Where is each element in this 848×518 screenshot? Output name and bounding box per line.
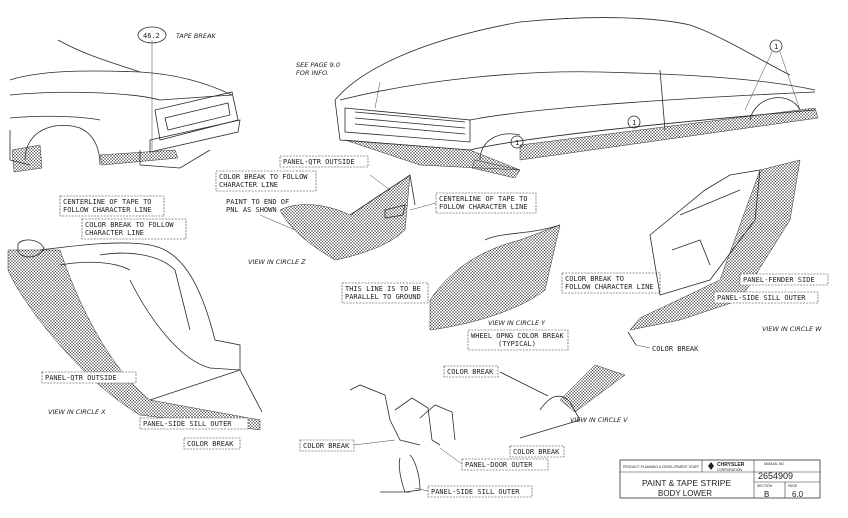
label-color-break-v-bottom: COLOR BREAK [509, 445, 565, 458]
svg-text:(TYPICAL): (TYPICAL) [498, 340, 536, 348]
svg-text:COLOR BREAK: COLOR BREAK [447, 368, 494, 376]
drawing-title-2: BODY LOWER [658, 489, 712, 498]
svg-text:CENTERLINE OF TAPE TO: CENTERLINE OF TAPE TO [439, 195, 528, 203]
label-panel-fender-side: PANEL-FENDER SIDE [739, 273, 829, 286]
label-color-break-door: COLOR BREAK [299, 439, 396, 452]
svg-text:SEE PAGE 9.0: SEE PAGE 9.0 [296, 61, 340, 69]
svg-text:THIS LINE IS TO BE: THIS LINE IS TO BE [345, 285, 421, 293]
svg-text:PRODUCT PLANNING & DEVELOPMENT: PRODUCT PLANNING & DEVELOPMENT STAFF [623, 465, 699, 469]
label-color-break-follow-y: COLOR BREAK TO FOLLOW CHARACTER LINE [561, 272, 661, 294]
drawing-title-1: PAINT & TAPE STRIPE [642, 478, 731, 488]
svg-text:CHARACTER LINE: CHARACTER LINE [85, 229, 144, 237]
manual-number: 2654909 [758, 471, 793, 481]
view-circle-z [279, 174, 416, 261]
svg-text:COLOR BREAK TO FOLLOW: COLOR BREAK TO FOLLOW [85, 221, 174, 229]
label-panel-side-sill-outer-w: PANEL-SIDE SILL OUTER [713, 291, 819, 304]
svg-text:PANEL-SIDE SILL OUTER: PANEL-SIDE SILL OUTER [143, 420, 232, 428]
label-panel-side-sill-outer-x: PANEL-SIDE SILL OUTER [139, 417, 249, 430]
tape-break-number: 46.2 [143, 32, 160, 40]
pentastar-logo-icon [708, 462, 714, 470]
svg-text:PANEL-SIDE SILL OUTER: PANEL-SIDE SILL OUTER [431, 488, 520, 496]
svg-text:PAINT TO END OF: PAINT TO END OF [226, 198, 289, 206]
svg-text:COLOR BREAK: COLOR BREAK [303, 442, 350, 450]
view-circle-y [429, 224, 561, 331]
car-rear-view [9, 39, 241, 173]
label-centerline-z: CENTERLINE OF TAPE TO FOLLOW CHARACTER L… [409, 192, 537, 214]
svg-text:PNL AS SHOWN: PNL AS SHOWN [226, 206, 277, 214]
svg-text:CENTERLINE OF TAPE TO: CENTERLINE OF TAPE TO [63, 198, 152, 206]
svg-text:FOLLOW CHARACTER LINE: FOLLOW CHARACTER LINE [439, 203, 528, 211]
label-color-break-v-top: COLOR BREAK [443, 365, 499, 378]
title-block: PRODUCT PLANNING & DEVELOPMENT STAFF CHR… [619, 459, 821, 499]
see-page-note: SEE PAGE 9.0 FOR INFO. [296, 61, 340, 77]
label-panel-qtr-outside-x: PANEL-QTR OUTSIDE [41, 371, 137, 384]
view-circle-w [627, 159, 801, 346]
svg-text:FOR INFO.: FOR INFO. [296, 69, 329, 77]
svg-text:COLOR BREAK TO: COLOR BREAK TO [565, 275, 624, 283]
view-circle-x [7, 239, 263, 431]
circle-marker-b: 1 [627, 115, 641, 129]
label-centerline-x: CENTERLINE OF TAPE TO FOLLOW CHARACTER L… [59, 195, 165, 217]
svg-text:FOLLOW CHARACTER LINE: FOLLOW CHARACTER LINE [565, 283, 654, 291]
view-circle-v [499, 364, 626, 439]
svg-text:COLOR BREAK: COLOR BREAK [513, 448, 560, 456]
svg-text:CHARACTER LINE: CHARACTER LINE [219, 181, 278, 189]
svg-text:CORPORATION: CORPORATION [717, 468, 743, 472]
svg-text:PANEL-DOOR OUTER: PANEL-DOOR OUTER [465, 461, 533, 469]
view-w-label: VIEW IN CIRCLE W [762, 325, 822, 333]
svg-text:SECTION: SECTION [757, 484, 773, 488]
svg-text:PARALLEL TO GROUND: PARALLEL TO GROUND [345, 293, 421, 301]
section-value: B [764, 490, 769, 499]
svg-text:PANEL-FENDER SIDE: PANEL-FENDER SIDE [743, 276, 815, 284]
label-paint-to-end: PAINT TO END OF PNL AS SHOWN [226, 198, 296, 231]
svg-text:MANUAL NO.: MANUAL NO. [764, 462, 785, 466]
svg-text:FOLLOW CHARACTER LINE: FOLLOW CHARACTER LINE [63, 206, 152, 214]
svg-text:1: 1 [774, 43, 778, 51]
label-parallel: THIS LINE IS TO BE PARALLEL TO GROUND [341, 282, 429, 304]
svg-text:PANEL-QTR OUTSIDE: PANEL-QTR OUTSIDE [283, 158, 355, 166]
door-sill-section [349, 384, 456, 493]
label-color-break-w: COLOR BREAK [635, 344, 699, 353]
view-x-label: VIEW IN CIRCLE X [48, 408, 106, 416]
svg-text:PANEL-QTR OUTSIDE: PANEL-QTR OUTSIDE [45, 374, 117, 382]
tape-break-callout: 46.2 TAPE BREAK [137, 26, 216, 44]
label-color-break-follow-z: COLOR BREAK TO FOLLOW CHARACTER LINE [215, 170, 317, 192]
svg-text:COLOR BREAK TO FOLLOW: COLOR BREAK TO FOLLOW [219, 173, 308, 181]
view-z-label: VIEW IN CIRCLE Z [248, 258, 306, 266]
label-panel-qtr-outside-z: PANEL-QTR OUTSIDE [279, 155, 369, 168]
svg-text:COLOR BREAK: COLOR BREAK [187, 440, 234, 448]
svg-text:COLOR BREAK: COLOR BREAK [652, 345, 699, 353]
circle-marker-c: 1 [744, 39, 801, 111]
view-y-label: VIEW IN CIRCLE Y [488, 319, 546, 327]
svg-text:1: 1 [515, 139, 519, 147]
svg-text:CHRYSLER: CHRYSLER [717, 462, 745, 468]
circle-marker-a: 1 [510, 135, 524, 149]
label-wheel-opng: WHEEL OPNG COLOR BREAK (TYPICAL) [467, 329, 569, 351]
car-front-view [334, 17, 819, 179]
label-panel-side-sill-outer-bottom: PANEL-SIDE SILL OUTER [414, 485, 533, 498]
svg-text:1: 1 [632, 119, 636, 127]
label-color-break-x: COLOR BREAK [183, 437, 241, 450]
svg-text:WHEEL OPNG COLOR BREAK: WHEEL OPNG COLOR BREAK [471, 332, 565, 340]
svg-text:PAGE: PAGE [788, 484, 798, 488]
label-panel-door-outer: PANEL-DOOR OUTER [439, 447, 549, 471]
label-color-break-follow-x: COLOR BREAK TO FOLLOW CHARACTER LINE [81, 218, 187, 240]
view-v-label: VIEW IN CIRCLE V [570, 416, 628, 424]
tape-break-label: TAPE BREAK [176, 32, 216, 40]
svg-text:PANEL-SIDE SILL OUTER: PANEL-SIDE SILL OUTER [717, 294, 806, 302]
page-value: 6.0 [792, 490, 804, 499]
